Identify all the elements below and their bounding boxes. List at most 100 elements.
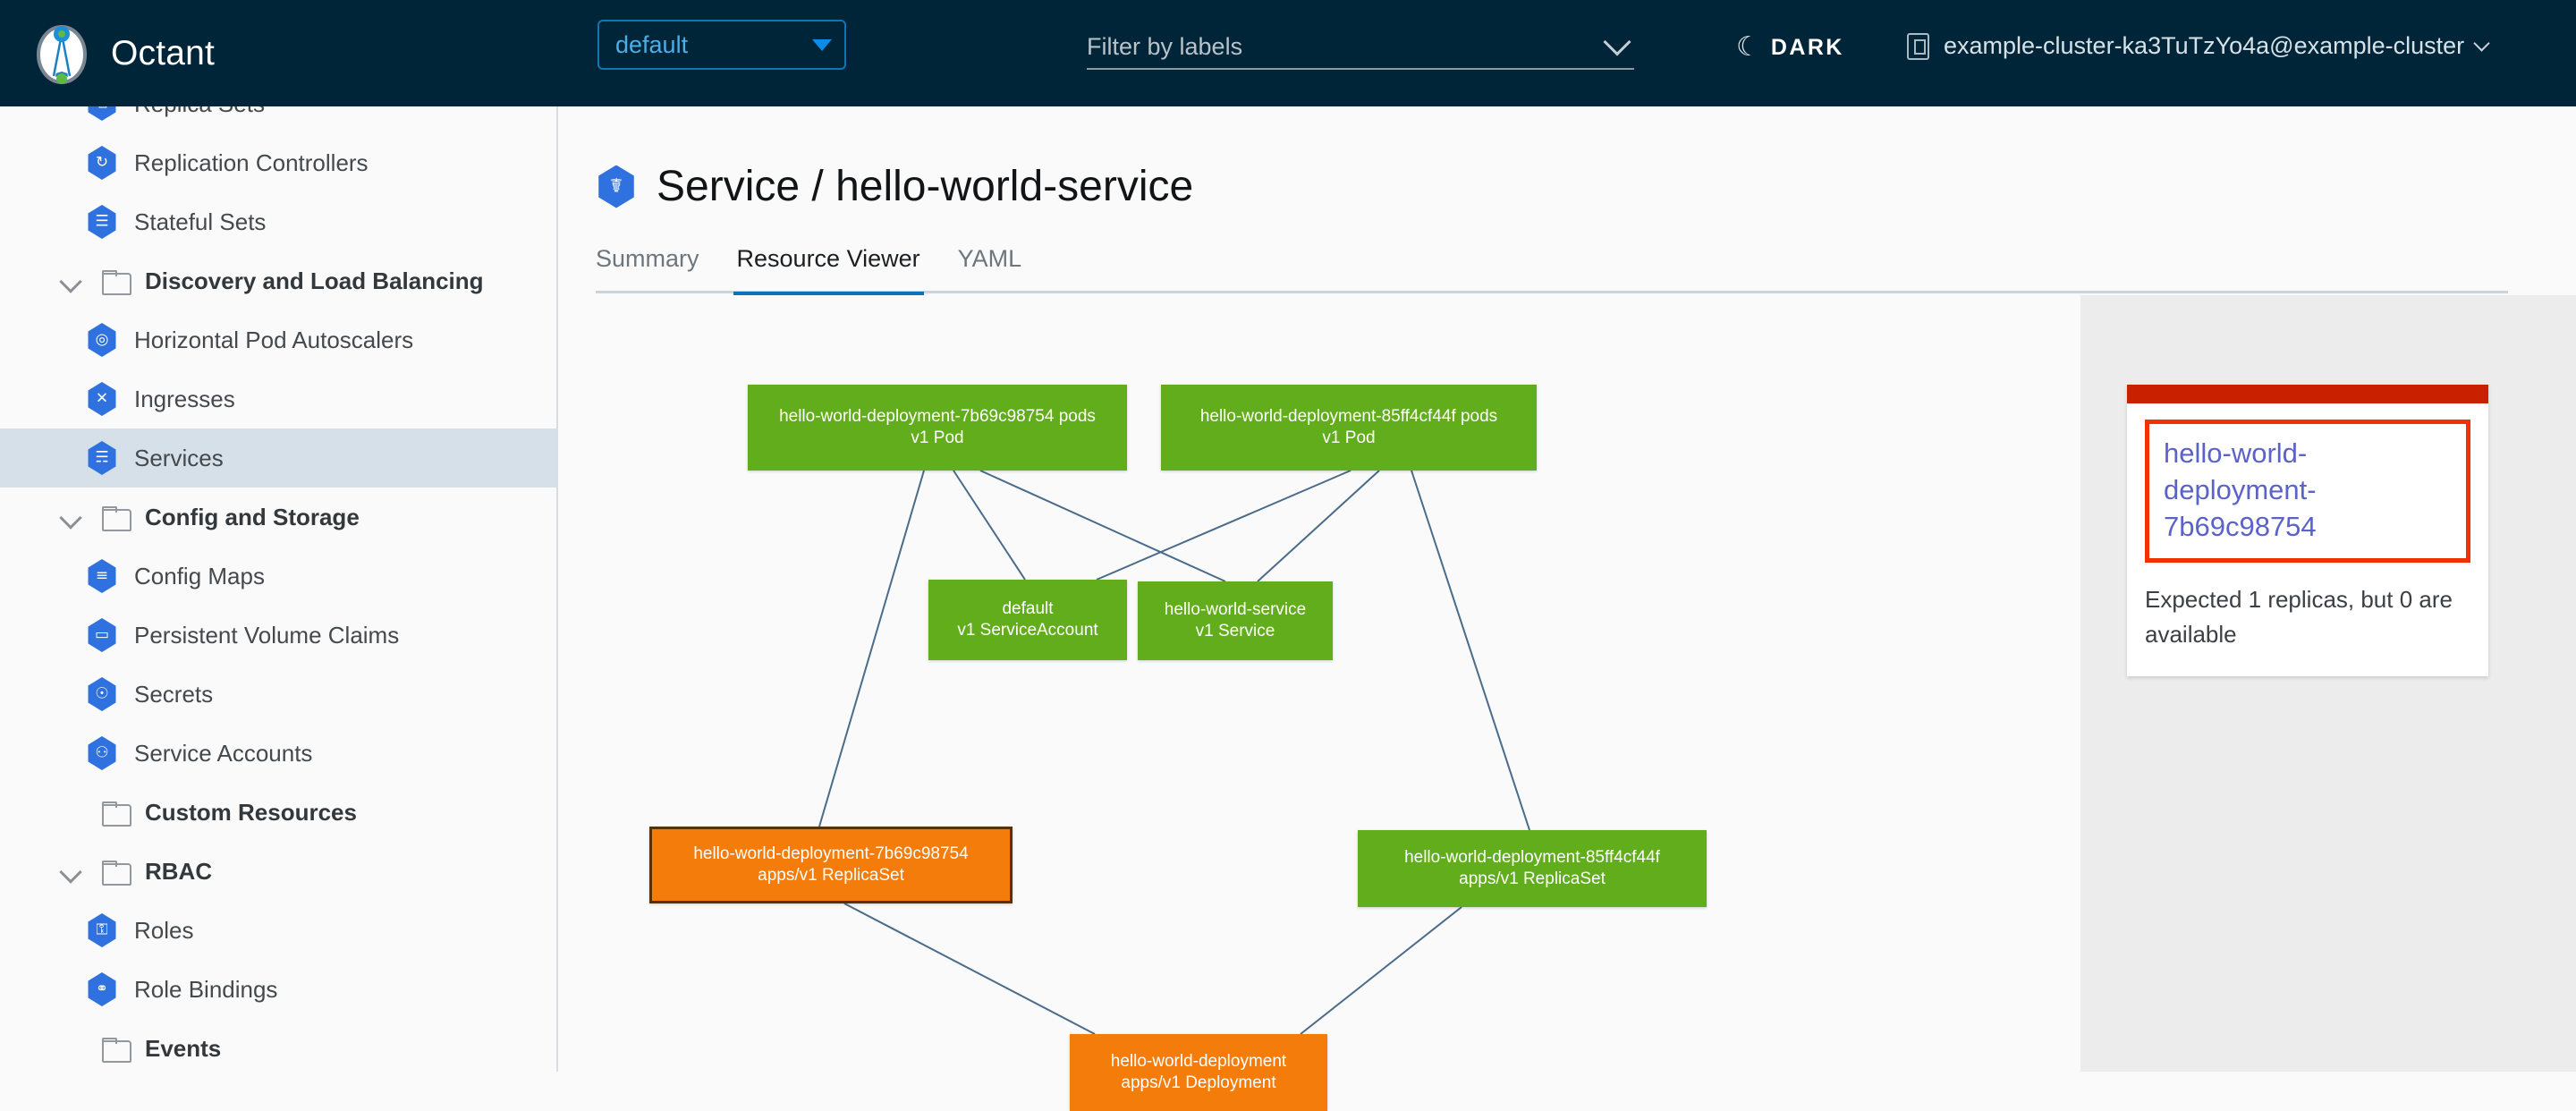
- graph-node-kind: apps/v1 Deployment: [1121, 1073, 1276, 1092]
- cluster-name: example-cluster-ka3TuTzYo4a@example-clus…: [1944, 32, 2465, 59]
- graph-edge: [1096, 470, 1352, 581]
- namespace-selector[interactable]: default: [597, 20, 846, 70]
- tab-resource-viewer[interactable]: Resource Viewer: [733, 245, 924, 297]
- sidebar-item-events[interactable]: Events: [0, 1019, 556, 1072]
- k8s-configmap-icon: ≡: [88, 559, 116, 593]
- cluster-icon: [1907, 32, 1929, 60]
- k8s-statefulset-icon: ☰: [88, 205, 116, 239]
- sidebar-item-label: Roles: [134, 916, 194, 944]
- graph-edge: [953, 470, 1026, 581]
- graph-edge: [843, 903, 1096, 1035]
- folder-icon: [102, 801, 131, 827]
- sidebar-item-config-and-storage[interactable]: Config and Storage: [0, 488, 556, 547]
- graph-edge: [1300, 906, 1462, 1035]
- label-filter-placeholder: Filter by labels: [1087, 32, 1243, 60]
- sidebar-item-discovery-and-load-balancing[interactable]: Discovery and Load Balancing: [0, 251, 556, 310]
- sidebar-item-label: Persistent Volume Claims: [134, 621, 400, 649]
- status-card-title-box: hello-world-deployment-7b69c98754: [2145, 420, 2470, 563]
- graph-edge: [818, 470, 925, 827]
- folder-icon: [102, 270, 131, 295]
- graph-node-kind: apps/v1 ReplicaSet: [1459, 869, 1606, 888]
- graph-node-name: hello-world-deployment-85ff4cf44f pods: [1199, 406, 1498, 426]
- sidebar-item-ingresses[interactable]: ✕Ingresses: [0, 369, 556, 428]
- sidebar-item-config-maps[interactable]: ≡ Config Maps: [0, 547, 556, 606]
- k8s-service-icon: ☴: [88, 441, 116, 475]
- sidebar-item-replica-sets[interactable]: ⧉ Replica Sets: [0, 106, 556, 133]
- tab-summary[interactable]: Summary: [596, 245, 699, 272]
- sidebar-item-label: Custom Resources: [145, 798, 357, 826]
- k8s-replicationcontroller-icon: ↻: [88, 146, 116, 180]
- sidebar-item-label: Config Maps: [134, 562, 265, 589]
- graph-node-serviceaccount[interactable]: default v1 ServiceAccount: [928, 580, 1127, 660]
- status-card-title-link[interactable]: hello-world-deployment-7b69c98754: [2164, 437, 2317, 543]
- sidebar-item-label: Events: [145, 1034, 222, 1062]
- caret-down-icon: [812, 38, 832, 51]
- chevron-down-icon: [1603, 28, 1631, 56]
- cluster-selector[interactable]: example-cluster-ka3TuTzYo4a@example-clus…: [1907, 32, 2490, 60]
- graph-edge: [1411, 470, 1530, 831]
- status-card-body: hello-world-deployment-7b69c98754 Expect…: [2127, 403, 2488, 676]
- chevron-down-icon: [2473, 35, 2490, 52]
- brand[interactable]: Octant: [34, 23, 215, 84]
- sidebar-item-service-accounts[interactable]: ⚇ Service Accounts: [0, 724, 556, 783]
- folder-icon: [102, 861, 131, 886]
- sidebar-item-roles[interactable]: ⚿Roles: [0, 901, 556, 960]
- moon-icon: ☾: [1736, 32, 1760, 62]
- brand-name: Octant: [111, 33, 216, 72]
- graph-node-name: hello-world-deployment: [1110, 1051, 1287, 1071]
- namespace-value: default: [615, 30, 689, 58]
- k8s-ingress-icon: ✕: [88, 382, 116, 416]
- sidebar-item-role-bindings[interactable]: ⚭ Role Bindings: [0, 960, 556, 1019]
- sidebar-item-stateful-sets[interactable]: ☰ Stateful Sets: [0, 192, 556, 251]
- graph-edge: [1257, 470, 1380, 582]
- sidebar-item-replication-controllers[interactable]: ↻ Replication Controllers: [0, 133, 556, 192]
- graph-node-name: default: [1002, 598, 1054, 618]
- tab-bar[interactable]: Summary Resource Viewer YAML: [596, 245, 2508, 297]
- graph-node-name: hello-world-service: [1164, 599, 1307, 619]
- sidebar-item-label: Stateful Sets: [134, 208, 267, 235]
- theme-toggle-button[interactable]: ☾ DARK: [1736, 34, 1844, 61]
- theme-toggle-label: DARK: [1770, 34, 1844, 60]
- graph-edges: [818, 470, 1530, 1035]
- chevron-down-icon[interactable]: [55, 856, 86, 886]
- sidebar-item-label: Discovery and Load Balancing: [145, 267, 484, 294]
- k8s-pvc-icon: ▭: [88, 618, 116, 652]
- sidebar-item-horizontal-pod-autoscalers[interactable]: ◎Horizontal Pod Autoscalers: [0, 310, 556, 369]
- graph-node-deployment[interactable]: hello-world-deployment apps/v1 Deployment: [1070, 1034, 1327, 1111]
- sidebar-navigation[interactable]: ⧉ Replica Sets ↻ Replication Controllers ☰ St…: [0, 106, 558, 1072]
- k8s-serviceaccount-icon: ⚇: [88, 736, 116, 770]
- k8s-rolebinding-icon: ⚭: [88, 972, 116, 1006]
- sidebar-item-label: Replica Sets: [134, 106, 265, 118]
- chevron-down-icon[interactable]: [55, 502, 86, 532]
- sidebar-item-label: Replication Controllers: [134, 148, 369, 176]
- graph-node-kind: v1 ServiceAccount: [957, 621, 1098, 640]
- chevron-down-icon[interactable]: [55, 266, 86, 296]
- sidebar-item-rbac[interactable]: RBAC: [0, 842, 556, 901]
- graph-node-kind: v1 Pod: [911, 428, 964, 447]
- sidebar-item-label: Service Accounts: [134, 739, 313, 767]
- sidebar-item-label: Services: [134, 444, 224, 471]
- page-title: Service / hello-world-service: [657, 163, 1194, 210]
- tab-yaml[interactable]: YAML: [957, 245, 1022, 272]
- sidebar-item-persistent-volume-claims[interactable]: ▭ Persistent Volume Claims: [0, 606, 556, 665]
- sidebar-item-label: Config and Storage: [145, 503, 360, 530]
- sidebar-item-custom-resources[interactable]: Custom Resources: [0, 783, 556, 842]
- chevron-right-icon[interactable]: [55, 1033, 86, 1064]
- k8s-replicaset-icon: ⧉: [88, 106, 116, 121]
- chevron-right-icon[interactable]: [55, 797, 86, 827]
- sidebar-item-label: Role Bindings: [134, 975, 278, 1003]
- sidebar-item-services[interactable]: ☴ Services: [0, 428, 556, 488]
- k8s-secret-icon: ☉: [88, 677, 116, 711]
- octant-logo-icon: [34, 23, 89, 84]
- sidebar-item-secrets[interactable]: ☉Secrets: [0, 665, 556, 724]
- label-filter[interactable]: Filter by labels: [1087, 25, 1634, 70]
- status-badge: [2127, 385, 2488, 403]
- folder-icon: [102, 506, 131, 531]
- page-header: ☤ Service / hello-world-service: [596, 162, 2576, 211]
